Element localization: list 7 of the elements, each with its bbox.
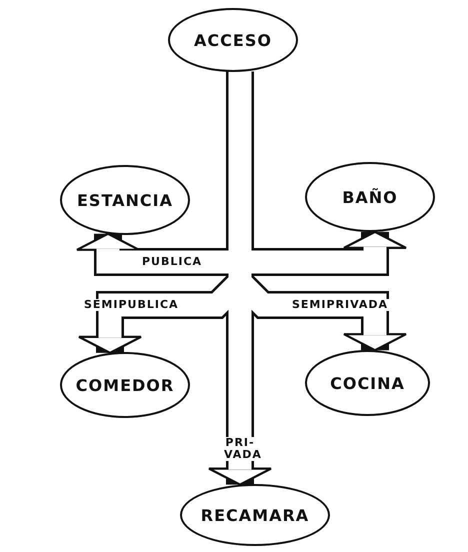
edge-label: SEMIPRIVADA: [290, 299, 390, 311]
room-label: RECAMARA: [200, 506, 310, 524]
room-label: COMEDOR: [76, 376, 174, 394]
room-label: ESTANCIA: [77, 190, 173, 210]
room-label: COCINA: [330, 374, 405, 392]
room-label: BAÑO: [342, 188, 398, 206]
room-label: ACCESO: [194, 30, 272, 50]
